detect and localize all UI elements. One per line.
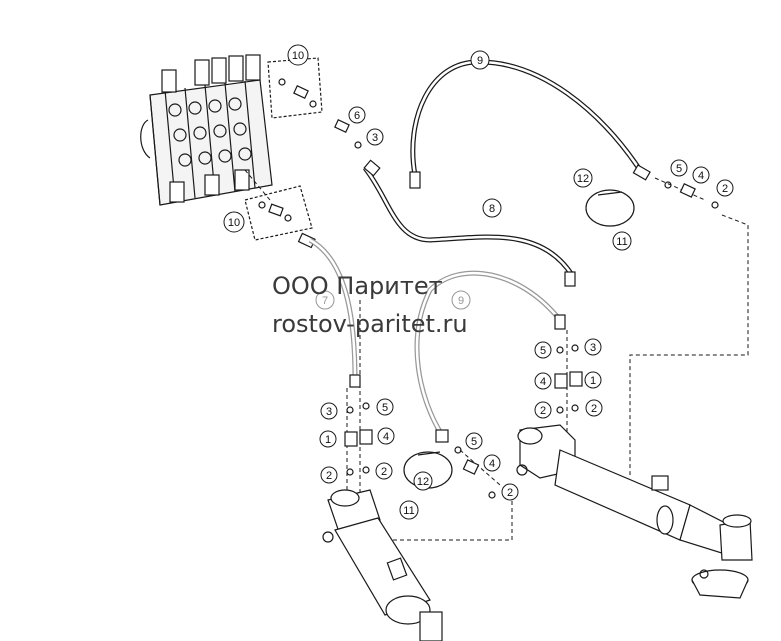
svg-text:7: 7 <box>322 295 328 307</box>
watermark-company: ООО Паритет <box>272 272 443 300</box>
callout: 10 <box>223 211 245 233</box>
callout: 2 <box>375 462 393 480</box>
callouts: 10 6 3 9 12 11 5 4 2 8 10 7 9 5 3 4 1 2 … <box>223 44 734 520</box>
callout: 9 <box>470 50 490 70</box>
callout: 11 <box>612 231 632 251</box>
fitting-box-lower <box>244 185 313 241</box>
callout: 4 <box>534 372 552 390</box>
svg-text:12: 12 <box>577 173 589 185</box>
svg-text:8: 8 <box>489 203 495 215</box>
clamp-upper <box>585 189 635 227</box>
svg-text:5: 5 <box>676 163 682 175</box>
callout: 4 <box>483 454 501 472</box>
callout: 5 <box>534 341 552 359</box>
svg-text:2: 2 <box>540 405 546 417</box>
svg-text:4: 4 <box>540 376 546 388</box>
svg-text:2: 2 <box>722 183 728 195</box>
callout: 8 <box>482 198 502 218</box>
svg-text:4: 4 <box>698 170 704 182</box>
svg-text:9: 9 <box>477 55 483 67</box>
callout: 3 <box>320 402 338 420</box>
svg-text:3: 3 <box>372 132 378 144</box>
callout: 1 <box>319 430 337 448</box>
watermark-site: rostov-paritet.ru <box>272 310 468 338</box>
svg-text:1: 1 <box>325 434 331 446</box>
svg-text:5: 5 <box>471 436 477 448</box>
fitting-stack-left <box>344 402 373 476</box>
svg-text:5: 5 <box>540 345 546 357</box>
hose-8 <box>363 166 575 277</box>
callout: 12 <box>413 471 433 491</box>
callout: 5 <box>465 432 483 450</box>
svg-text:5: 5 <box>382 402 388 414</box>
callout: 5 <box>376 398 394 416</box>
svg-text:2: 2 <box>326 470 332 482</box>
callout: 2 <box>585 399 603 417</box>
callout: 7 <box>315 290 335 310</box>
hose-9-upper <box>410 59 643 176</box>
callout: 4 <box>377 427 395 445</box>
callout: 4 <box>692 166 710 184</box>
callout: 5 <box>670 159 688 177</box>
svg-text:3: 3 <box>590 342 596 354</box>
callout: 3 <box>584 338 602 356</box>
cylinder-right <box>516 424 753 599</box>
fittings-upper <box>278 78 362 149</box>
svg-text:6: 6 <box>354 110 360 122</box>
svg-text:1: 1 <box>590 375 596 387</box>
callout: 12 <box>573 168 593 188</box>
svg-text:10: 10 <box>228 217 240 229</box>
svg-text:4: 4 <box>383 431 389 443</box>
svg-text:9: 9 <box>458 295 464 307</box>
callout: 2 <box>320 466 338 484</box>
callout: 3 <box>366 128 384 146</box>
callout: 2 <box>501 483 519 501</box>
cylinder-left <box>322 489 443 641</box>
svg-text:10: 10 <box>292 50 304 62</box>
svg-text:11: 11 <box>403 505 414 517</box>
svg-text:2: 2 <box>381 466 387 478</box>
callout: 2 <box>716 179 734 197</box>
svg-text:3: 3 <box>326 406 332 418</box>
svg-text:11: 11 <box>616 236 627 248</box>
svg-text:12: 12 <box>417 476 429 488</box>
svg-text:2: 2 <box>507 487 513 499</box>
callout: 10 <box>287 44 309 66</box>
callout: 2 <box>534 401 552 419</box>
callout: 6 <box>348 106 366 124</box>
control-valve-block <box>140 54 273 206</box>
fitting-stack-right <box>554 344 583 414</box>
callout: 9 <box>451 290 471 310</box>
callout: 1 <box>584 371 602 389</box>
svg-text:2: 2 <box>591 403 597 415</box>
callout: 11 <box>399 500 419 520</box>
fittings-hose9-end <box>454 181 719 499</box>
fitting-box-upper <box>267 57 323 119</box>
svg-text:4: 4 <box>489 458 495 470</box>
